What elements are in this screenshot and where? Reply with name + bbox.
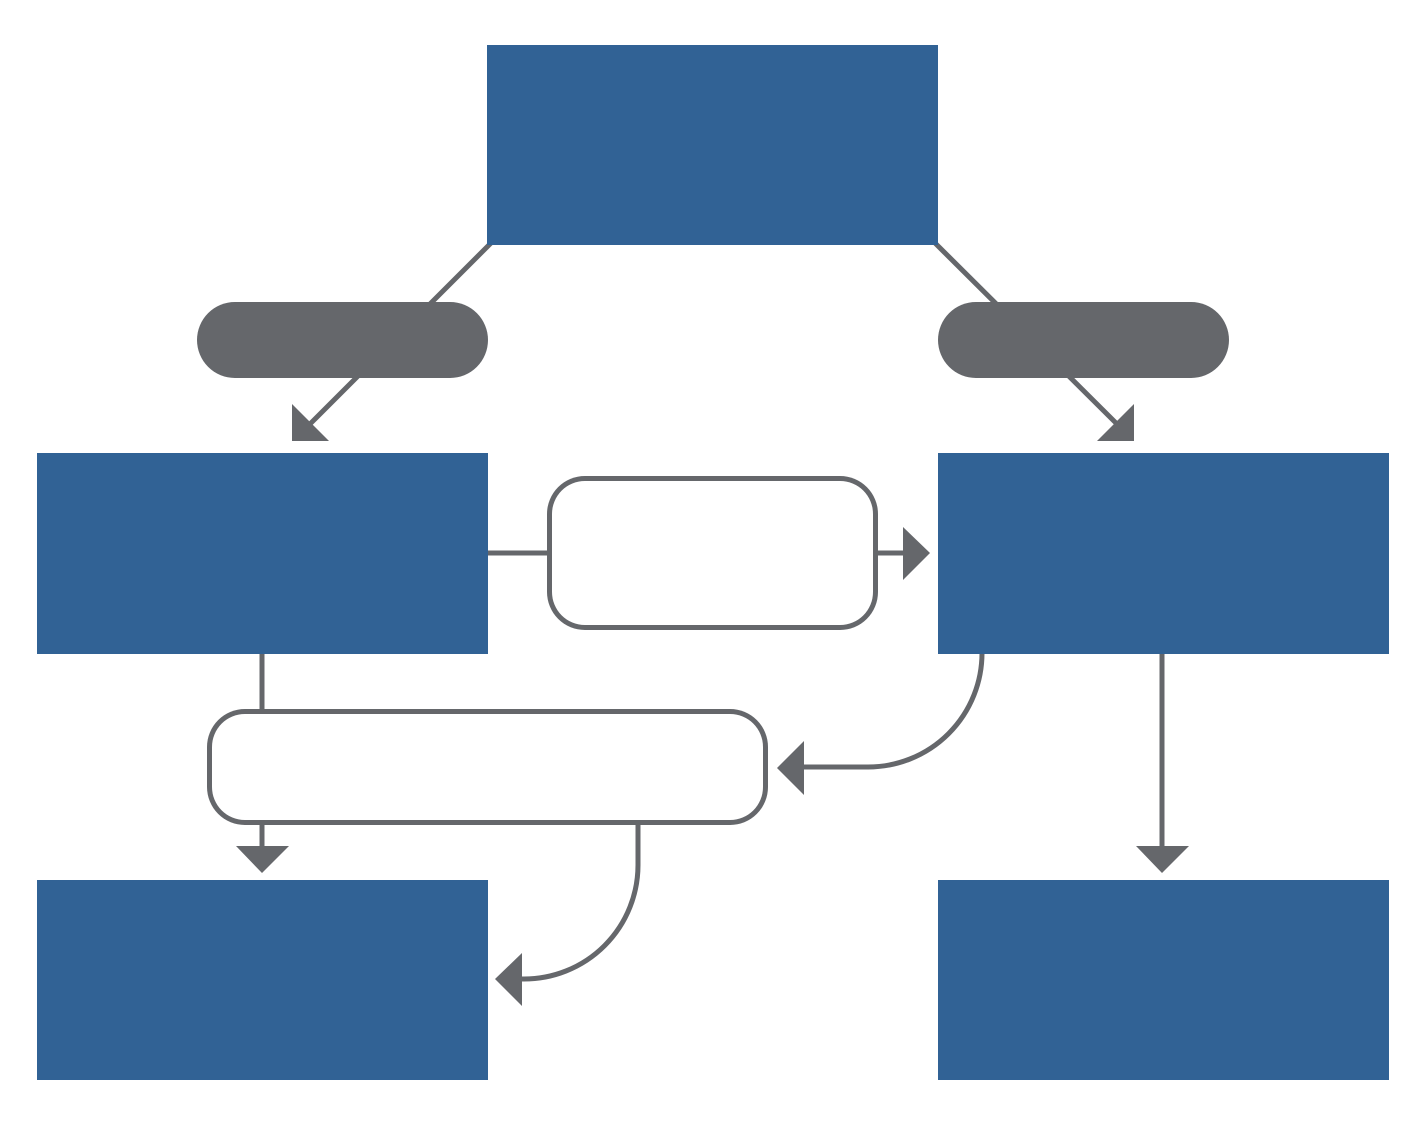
top-box	[487, 45, 938, 245]
bottom-left-box	[37, 880, 488, 1080]
pill-label-right	[938, 302, 1229, 378]
connector-midright-to-lower-box	[802, 652, 985, 770]
mid-right-box	[938, 453, 1389, 654]
arrowhead-left-icon	[777, 741, 804, 795]
mid-left-box	[37, 453, 488, 654]
connector-lower-box-to-bottom-left-curved	[520, 822, 641, 982]
arrowhead-down-right-box-icon	[1136, 846, 1189, 873]
lower-rounded-box	[207, 709, 768, 825]
bottom-right-box	[938, 880, 1389, 1080]
arrowhead-left-curved-icon	[495, 953, 522, 1006]
pill-label-left	[197, 302, 488, 378]
center-rounded-box	[547, 476, 878, 630]
arrowhead-right-icon	[903, 527, 930, 580]
arrowhead-down-icon	[236, 846, 289, 873]
arrowhead-down-left-icon	[292, 404, 329, 441]
arrowhead-down-right-icon	[1097, 404, 1134, 441]
